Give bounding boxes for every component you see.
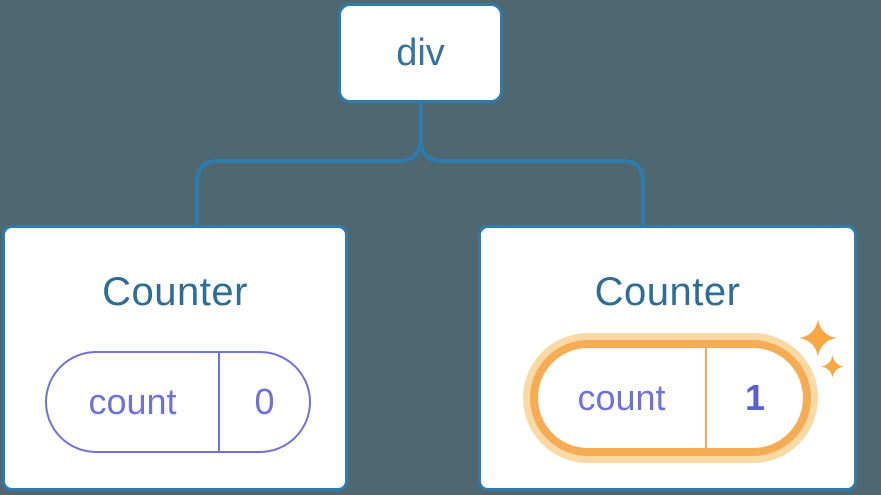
counter-title: Counter	[102, 270, 248, 314]
root-node-label: div	[396, 31, 445, 74]
state-pill: count 0	[45, 351, 311, 453]
connector-left-branch	[195, 101, 423, 227]
root-node-div: div	[338, 3, 503, 103]
sparkle-icon	[799, 319, 837, 357]
counter-title: Counter	[594, 270, 741, 314]
connector-right-branch	[418, 138, 645, 227]
sparkle-icon	[821, 355, 844, 378]
counter-card-left: Counter count 0	[2, 225, 348, 491]
state-value: 1	[744, 377, 766, 418]
state-key: count	[47, 353, 220, 451]
state-pill-highlighted: count 1	[530, 340, 811, 456]
state-value: 0	[254, 381, 275, 422]
counter-card-right: Counter count 1	[478, 225, 857, 491]
state-key: count	[538, 348, 707, 448]
